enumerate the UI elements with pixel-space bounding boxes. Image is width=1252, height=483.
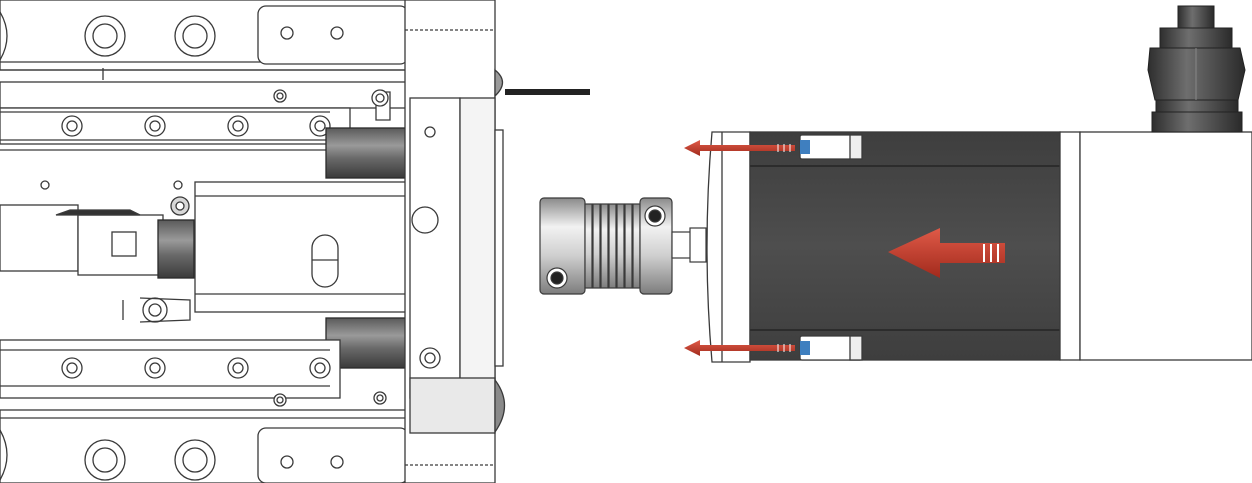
mounting-direction-arrow [888, 228, 1005, 278]
cable-connector [1147, 5, 1246, 133]
mounting-bolt-bottom [799, 335, 863, 361]
rail-screws-bottom [61, 357, 331, 379]
mounting-bolt-top [799, 134, 863, 160]
rail-screws-top [61, 115, 331, 137]
servo-motor [684, 131, 1252, 363]
coupling-bellows-ribs [584, 203, 641, 289]
bolt-direction-arrows [684, 140, 795, 356]
linear-axis-assembly [0, 0, 590, 483]
bellows-coupling [539, 197, 707, 295]
